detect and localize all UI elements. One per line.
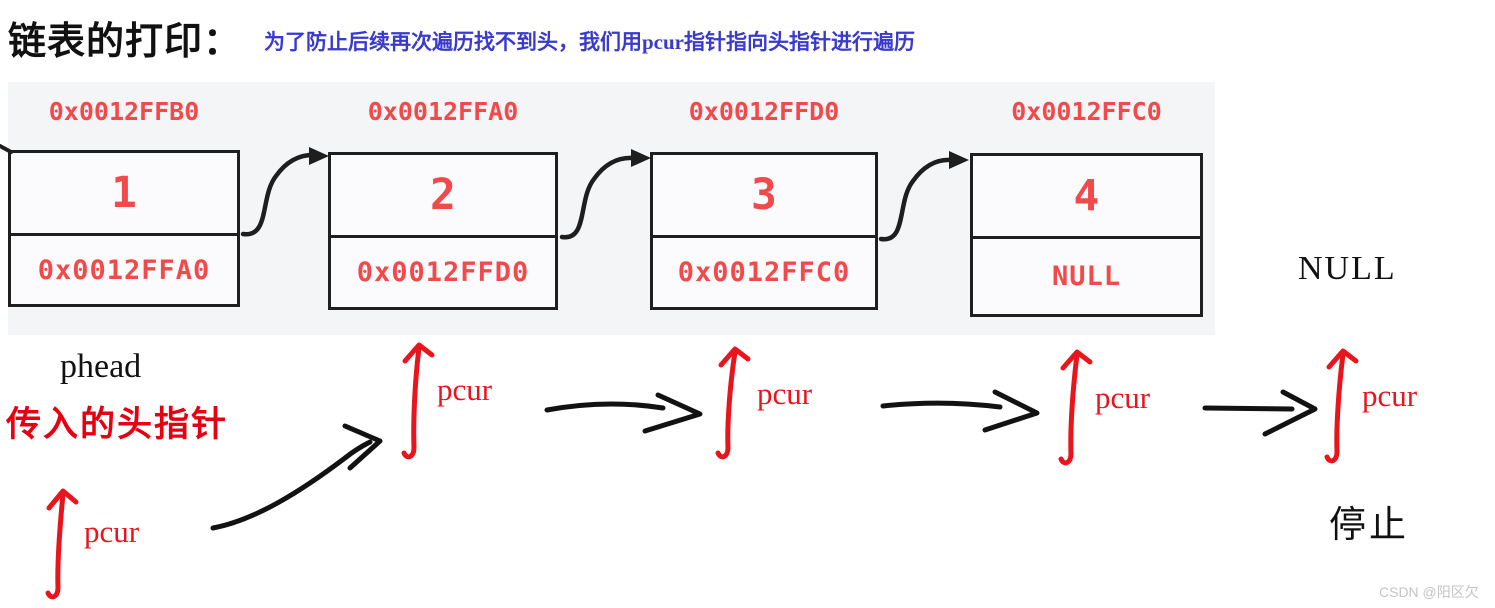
- node4-value: 4: [973, 156, 1200, 239]
- node3-address-label: 0x0012FFD0: [688, 97, 840, 126]
- phead-description: 传入的头指针: [6, 405, 229, 444]
- node1-value: 1: [11, 153, 237, 236]
- arrow-phead-to-step1-icon: [210, 423, 383, 531]
- pcur-label-start: pcur: [84, 514, 140, 549]
- page-title: 链表的打印：: [8, 21, 243, 63]
- node4-address-label: 0x0012FFC0: [1011, 97, 1162, 126]
- pcur-up-arrow-step1-icon: [401, 342, 435, 460]
- node2-box: 2 0x0012FFD0: [328, 152, 558, 310]
- pcur-label-step1: pcur: [437, 372, 493, 407]
- node1-next-pointer: 0x0012FFA0: [37, 254, 211, 286]
- watermark: CSDN @阳区欠: [1379, 584, 1479, 600]
- node4-box: 4 NULL: [970, 153, 1203, 317]
- pcur-up-arrow-start-icon: [45, 488, 79, 600]
- node3-value: 3: [653, 155, 875, 238]
- node2-next-pointer: 0x0012FFD0: [356, 257, 530, 288]
- annotation-text: 为了防止后续再次遍历找不到头，我们用pcur指针指向头指针进行遍历: [264, 30, 915, 54]
- pcur-label-step2: pcur: [757, 376, 813, 411]
- node4-next-pointer: NULL: [1051, 261, 1122, 292]
- arrow-step3-to-step4-icon: [1202, 389, 1318, 437]
- stop-label: 停止: [1329, 505, 1409, 546]
- node1-address-label: 0x0012FFB0: [48, 97, 200, 126]
- pcur-up-arrows: [45, 342, 1359, 600]
- pcur-label-step4: pcur: [1362, 378, 1418, 413]
- arrow-step2-to-step3-icon: [880, 389, 1040, 433]
- null-terminator-label: NULL: [1298, 250, 1397, 287]
- phead-label: phead: [60, 348, 142, 385]
- pcur-up-arrow-step4-icon: [1324, 348, 1359, 464]
- node2-value: 2: [331, 155, 555, 238]
- node3-box: 3 0x0012FFC0: [650, 152, 878, 310]
- node3-next-pointer: 0x0012FFC0: [677, 257, 851, 288]
- pcur-label-step3: pcur: [1095, 380, 1151, 415]
- pcur-up-arrow-step2-icon: [715, 346, 751, 460]
- node2-address-label: 0x0012FFA0: [367, 97, 519, 126]
- pcur-up-arrow-step3-icon: [1058, 349, 1093, 466]
- node1-box: 1 0x0012FFA0: [8, 150, 240, 307]
- arrow-step1-to-step2-icon: [544, 392, 703, 434]
